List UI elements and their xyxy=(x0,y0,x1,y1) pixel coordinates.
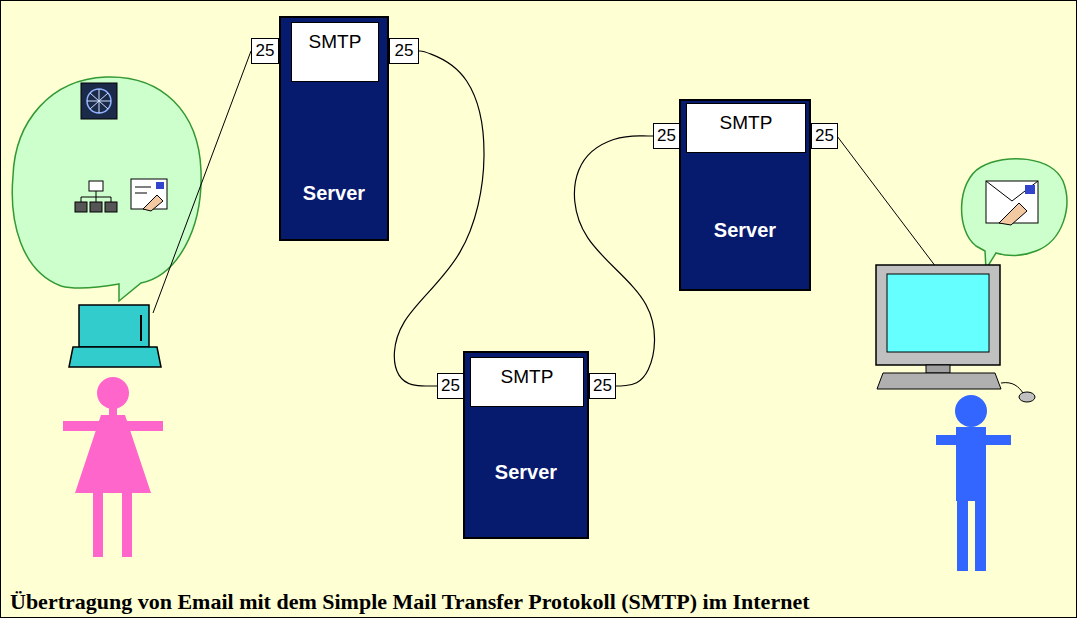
org-chart-icon xyxy=(75,181,117,212)
protocol-label: SMTP xyxy=(471,358,583,388)
icon-lines xyxy=(81,191,111,202)
port-number-box: 25 xyxy=(653,123,680,149)
caption: Übertragung von Email mit dem Simple Mai… xyxy=(10,589,809,615)
mouse-cable xyxy=(1001,383,1023,393)
port-number-box: 25 xyxy=(589,373,616,399)
icon-lines xyxy=(87,89,111,113)
port-number: 25 xyxy=(390,39,418,63)
stamp xyxy=(1025,185,1035,194)
body xyxy=(956,427,986,501)
laptop-screen xyxy=(79,305,149,347)
woman-figure xyxy=(63,377,163,557)
icon-box xyxy=(75,202,87,212)
monitor xyxy=(876,265,1000,365)
port-number-box: 25 xyxy=(811,123,838,149)
leg xyxy=(93,491,103,557)
laptop-base xyxy=(69,347,161,367)
address-lines xyxy=(135,187,151,193)
port-number: 25 xyxy=(812,124,837,148)
icon-frame xyxy=(81,83,117,119)
head xyxy=(955,395,987,427)
connection-line xyxy=(574,136,654,386)
head xyxy=(97,377,129,409)
dress xyxy=(75,415,151,493)
bubble-outline xyxy=(12,77,201,301)
network-icon xyxy=(81,83,117,119)
speech-bubble xyxy=(12,77,201,301)
server-label: Server xyxy=(281,182,387,205)
man-figure xyxy=(936,395,1011,571)
server-box: SMTP Server xyxy=(463,351,589,539)
monitor-screen xyxy=(887,274,989,352)
speech-bubble xyxy=(962,159,1067,269)
port-number: 25 xyxy=(252,39,278,63)
port-number-box: 25 xyxy=(251,38,279,64)
leg xyxy=(957,499,968,571)
connection-line xyxy=(394,51,484,386)
link-line xyxy=(837,136,936,267)
port-number: 25 xyxy=(654,124,679,148)
monitor-stand xyxy=(926,365,950,373)
port-number: 25 xyxy=(590,374,615,398)
link-line xyxy=(153,51,251,313)
smtp-box: SMTP xyxy=(686,103,806,153)
desktop-computer xyxy=(876,265,1035,402)
letter-icon xyxy=(131,179,167,211)
keyboard xyxy=(877,373,1001,389)
server-box: SMTP Server xyxy=(679,99,811,291)
smtp-box: SMTP xyxy=(470,357,584,407)
hand xyxy=(999,203,1027,225)
server-label: Server xyxy=(681,219,809,242)
bubble-outline xyxy=(962,159,1067,269)
mouse xyxy=(1019,392,1035,402)
leg xyxy=(122,491,132,557)
laptop-detail xyxy=(140,315,142,341)
server-box: SMTP Server xyxy=(279,16,389,241)
envelope-flap xyxy=(986,181,1038,201)
icon-globe xyxy=(87,89,111,113)
smtp-box: SMTP xyxy=(291,22,379,82)
leg xyxy=(975,499,986,571)
port-number-box: 25 xyxy=(437,373,464,399)
server-label: Server xyxy=(465,461,587,484)
hand xyxy=(143,195,163,211)
icon-box xyxy=(89,181,103,191)
icon-box xyxy=(105,202,117,212)
port-number: 25 xyxy=(438,374,463,398)
port-number-box: 25 xyxy=(389,38,419,64)
laptop xyxy=(69,305,161,367)
protocol-label: SMTP xyxy=(292,23,378,53)
protocol-label: SMTP xyxy=(687,104,805,134)
icon-box xyxy=(90,202,102,212)
stamp xyxy=(156,182,164,189)
